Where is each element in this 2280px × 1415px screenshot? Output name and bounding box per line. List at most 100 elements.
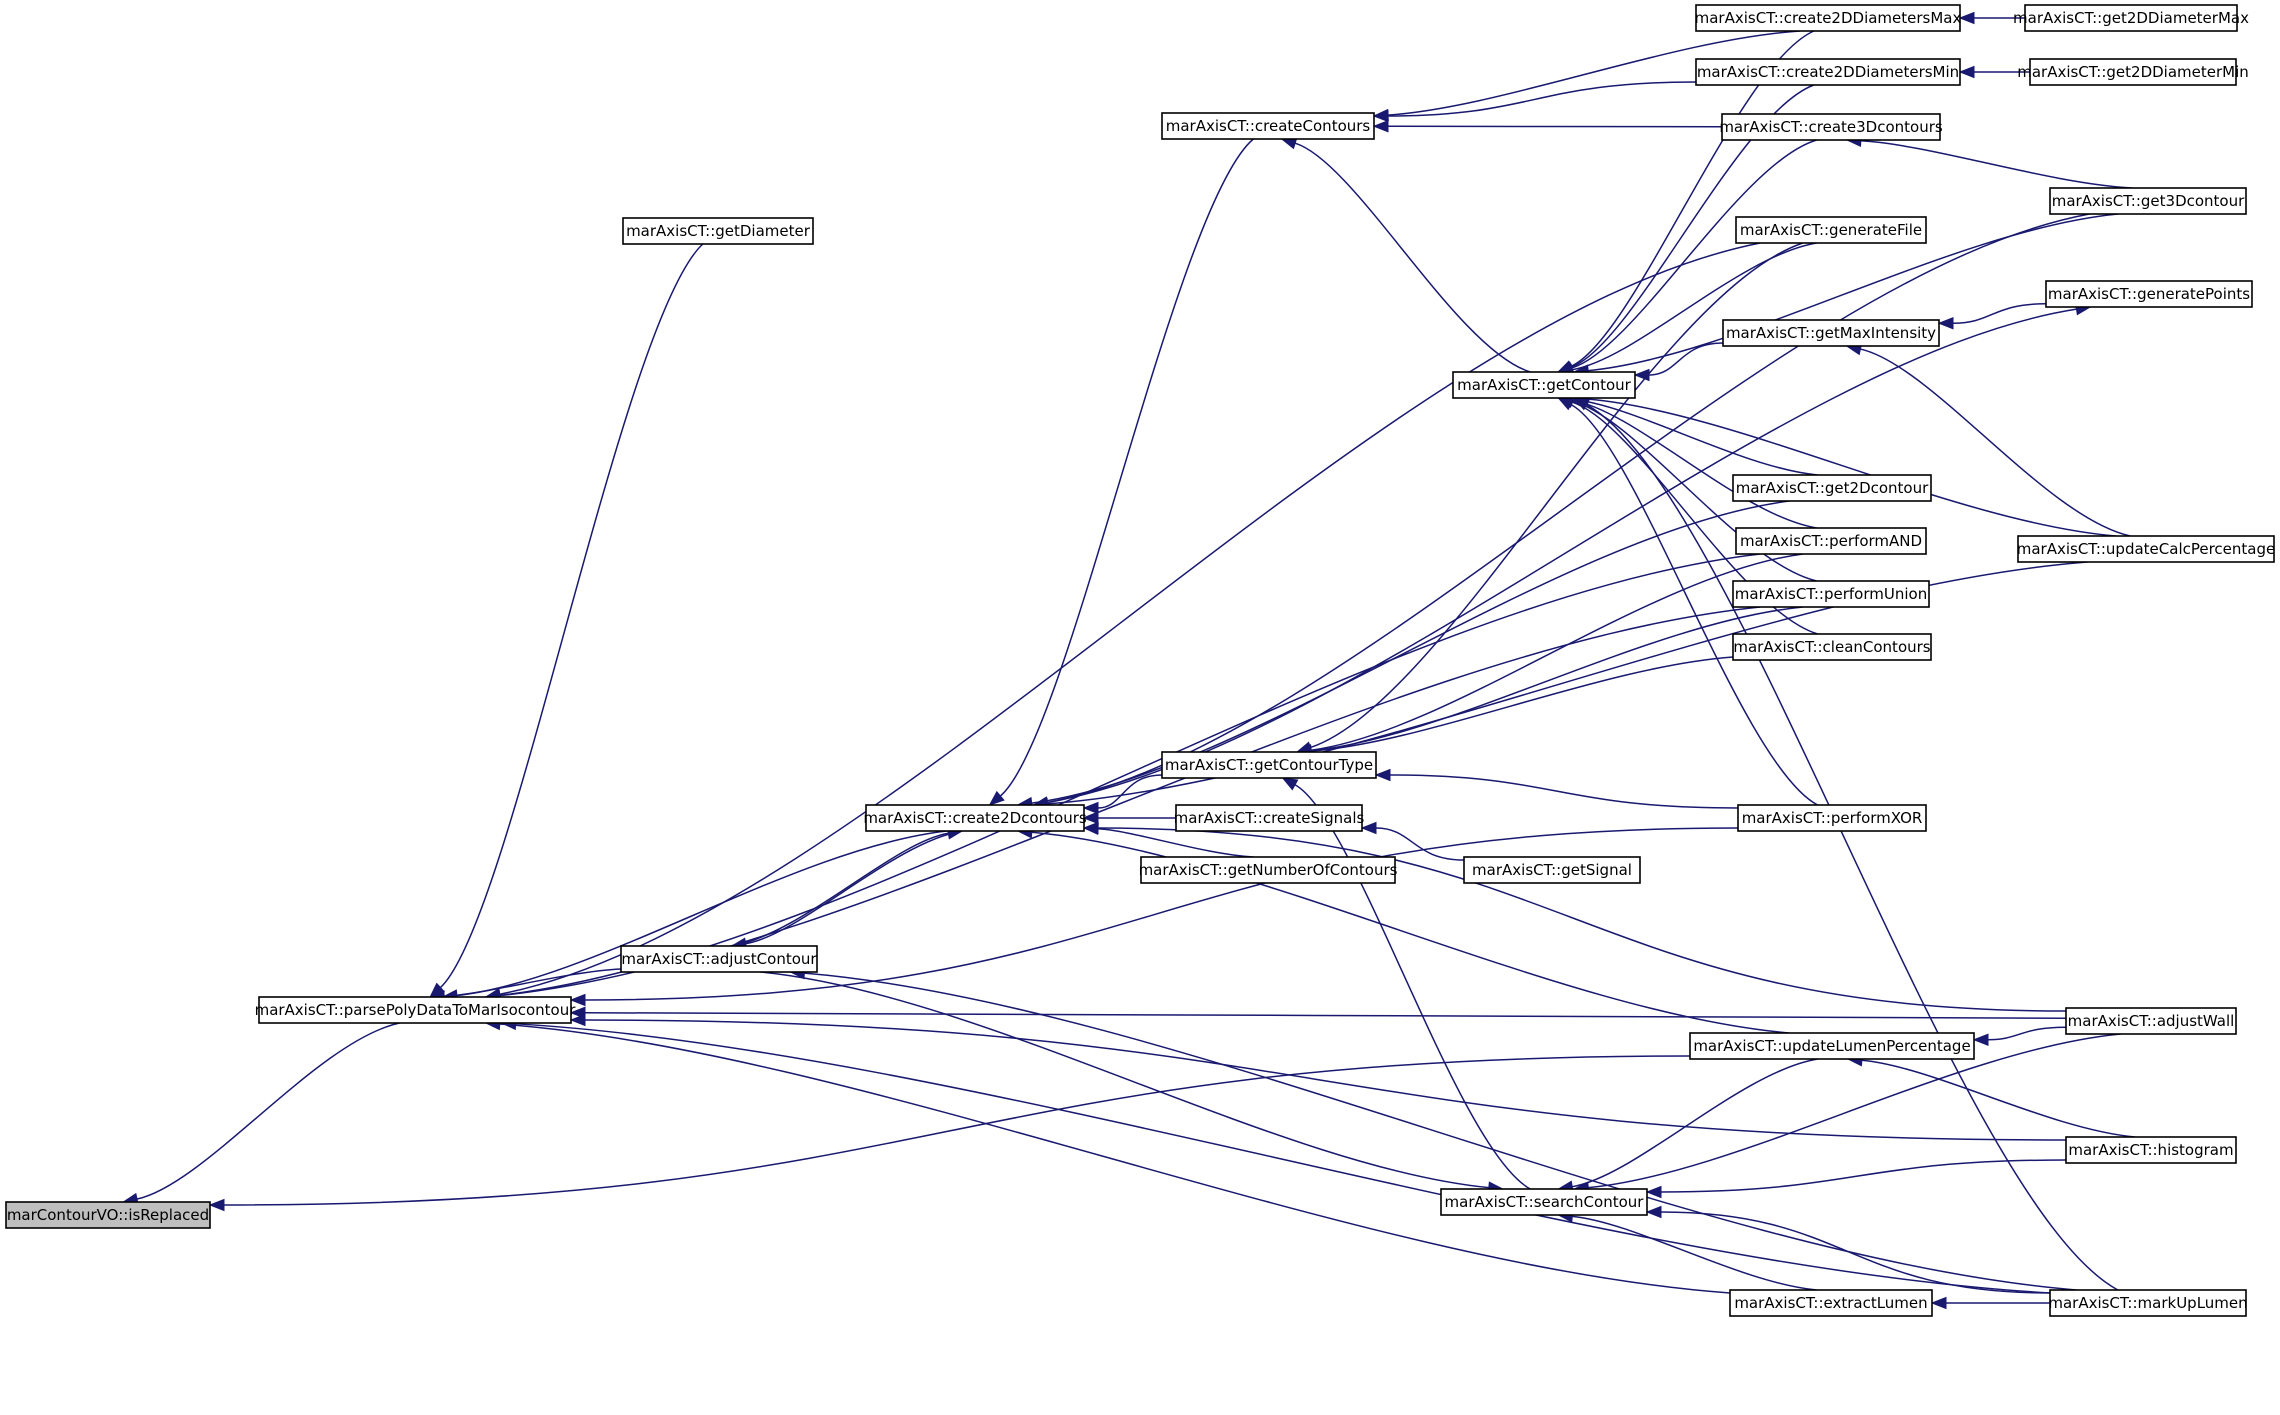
edge-line xyxy=(456,830,948,997)
edge-arrowhead xyxy=(1082,801,1099,815)
edge-line xyxy=(1648,342,1724,376)
node-box xyxy=(1735,527,1927,555)
edge-arrowhead xyxy=(1082,821,1099,835)
node-adjustWall[interactable]: marAxisCT::adjustWall xyxy=(2065,1007,2237,1035)
edge-getSignal-to-createSignals xyxy=(1360,821,1465,861)
node-performUnion[interactable]: marAxisCT::performUnion xyxy=(1732,580,1930,608)
node-get2DMax[interactable]: marAxisCT::get2DDiameterMax xyxy=(2013,4,2249,32)
edge-performXOR-to-getContourType xyxy=(1374,768,1739,809)
edge-line xyxy=(584,1012,2067,1019)
edge-line xyxy=(1588,213,2118,372)
edge-line xyxy=(1031,500,1790,804)
edge-arrowhead xyxy=(1930,1296,1947,1310)
edge-line xyxy=(1294,784,1531,1190)
edge-updateLumen-to-create2D xyxy=(1016,826,1790,1034)
node-parsePoly[interactable]: marAxisCT::parsePolyDataToMarIsocontour xyxy=(255,996,577,1024)
node-label: marAxisCT::getMaxIntensity xyxy=(1726,324,1936,342)
edge-line xyxy=(136,1022,400,1200)
node-getContour[interactable]: marAxisCT::getContour xyxy=(1452,371,1636,399)
node-box xyxy=(1722,319,1940,347)
edge-line xyxy=(1387,81,1697,117)
edges-layer xyxy=(122,11,2136,1310)
node-markUpLumen[interactable]: marAxisCT::markUpLumen xyxy=(2048,1289,2248,1317)
node-get2Dcontour[interactable]: marAxisCT::get2Dcontour xyxy=(1732,474,1932,502)
node-label: marAxisCT::create2Dcontours xyxy=(863,809,1087,827)
node-box xyxy=(2049,1289,2247,1317)
edge-get3D-to-create2D xyxy=(1032,213,2090,809)
node-searchContour[interactable]: marAxisCT::searchContour xyxy=(1440,1188,1648,1216)
node-createSignals[interactable]: marAxisCT::createSignals xyxy=(1174,804,1365,832)
edge-arrowhead xyxy=(569,1013,586,1027)
edge-getContour-to-createContours xyxy=(1280,137,1531,373)
edge-getMaxIntensity-to-getContour xyxy=(1633,342,1724,382)
node-c2DMax[interactable]: marAxisCT::create2DDiametersMax xyxy=(1695,4,1962,32)
node-getDiameter[interactable]: marAxisCT::getDiameter xyxy=(622,217,814,245)
edge-adjustContour-to-searchContour xyxy=(760,971,1505,1194)
node-get3D[interactable]: marAxisCT::get3Dcontour xyxy=(2049,187,2247,215)
edge-markUpLumen-to-getContour xyxy=(1573,397,2119,1291)
edge-line xyxy=(1571,401,1818,635)
node-box xyxy=(1737,804,1927,832)
node-box xyxy=(1175,804,1363,832)
node-label: marAxisCT::performUnion xyxy=(1735,585,1927,603)
node-box xyxy=(258,996,572,1024)
node-label: marAxisCT::generateFile xyxy=(1740,221,1922,239)
node-getContourType[interactable]: marAxisCT::getContourType xyxy=(1161,751,1377,779)
node-isReplaced[interactable]: marContourVO::isReplaced xyxy=(5,1201,211,1229)
edge-line xyxy=(1586,404,2119,1291)
edge-markUpLumen-to-extractLumen xyxy=(1930,1296,2051,1310)
node-box xyxy=(2029,58,2237,86)
nodes-layer: marContourVO::isReplaced marAxisCT::parse… xyxy=(5,4,2276,1317)
node-box xyxy=(1732,474,1932,502)
node-getNumberOfContours[interactable]: marAxisCT::getNumberOfContours xyxy=(1139,856,1398,884)
edge-arrowhead xyxy=(1633,368,1650,382)
node-adjustContour[interactable]: marAxisCT::adjustContour xyxy=(620,945,818,973)
node-generateFile[interactable]: marAxisCT::generateFile xyxy=(1735,216,1927,244)
node-label: marAxisCT::adjustWall xyxy=(2068,1012,2235,1030)
edge-c2DMin-to-createContours xyxy=(1372,81,1697,123)
node-updateCalc[interactable]: marAxisCT::updateCalcPercentage xyxy=(2017,535,2276,563)
node-label: marAxisCT::getDiameter xyxy=(626,222,811,240)
edge-line xyxy=(1389,774,1739,809)
node-box xyxy=(1721,113,1941,141)
edge-get2DMin-to-c2DMin xyxy=(1958,65,2030,79)
edge-line xyxy=(584,827,1739,1001)
edge-line xyxy=(1572,398,1818,476)
node-label: marAxisCT::updateLumenPercentage xyxy=(1693,1037,1970,1055)
node-box xyxy=(1161,751,1377,779)
node-extractLumen[interactable]: marAxisCT::extractLumen xyxy=(1729,1289,1933,1317)
node-generatePoints[interactable]: marAxisCT::generatePoints xyxy=(2045,280,2253,308)
edge-adjustContour-to-create2D xyxy=(731,827,964,947)
node-c2DMin[interactable]: marAxisCT::create2DDiametersMin xyxy=(1695,58,1961,86)
edge-performXOR-to-getContour xyxy=(1557,397,1818,806)
node-label: marAxisCT::adjustContour xyxy=(621,950,817,968)
node-c3D[interactable]: marAxisCT::create3Dcontours xyxy=(1719,113,1943,141)
node-cleanContours[interactable]: marAxisCT::cleanContours xyxy=(1732,633,1932,661)
edge-performUnion-to-parsePoly xyxy=(484,606,1761,1002)
edge-extractLumen-to-searchContour xyxy=(1556,1210,1817,1291)
edge-line xyxy=(1572,242,1817,371)
edge-performAND-to-getContourType xyxy=(1295,553,1803,757)
edge-getContourType-to-create2D xyxy=(1082,774,1163,815)
node-performAND[interactable]: marAxisCT::performAND xyxy=(1735,527,1927,555)
node-createContours[interactable]: marAxisCT::createContours xyxy=(1161,112,1375,140)
edge-line xyxy=(223,1055,1691,1206)
edge-updateCalc-to-getMaxIntensity xyxy=(1845,343,2131,537)
node-get2DMin[interactable]: marAxisCT::get2DDiameterMin xyxy=(2017,58,2249,86)
node-create2D[interactable]: marAxisCT::create2Dcontours xyxy=(863,804,1087,832)
edge-line xyxy=(1587,398,2116,537)
node-performXOR[interactable]: marAxisCT::performXOR xyxy=(1737,804,1927,832)
edge-updateCalc-to-getContour xyxy=(1572,393,2116,537)
node-label: marAxisCT::histogram xyxy=(2068,1141,2233,1159)
edge-line xyxy=(1660,1159,2067,1193)
edge-adjustWall-to-create2D xyxy=(1082,821,2067,1012)
edge-updateLumen-to-searchContour xyxy=(1557,1058,1818,1193)
node-getSignal[interactable]: marAxisCT::getSignal xyxy=(1463,856,1641,884)
node-updateLumen[interactable]: marAxisCT::updateLumenPercentage xyxy=(1689,1032,1975,1060)
edge-arrowhead xyxy=(1972,1033,1989,1046)
node-getMaxIntensity[interactable]: marAxisCT::getMaxIntensity xyxy=(1722,319,1940,347)
node-box xyxy=(1140,856,1396,884)
node-label: marAxisCT::get2DDiameterMin xyxy=(2017,63,2249,81)
edge-line xyxy=(1311,656,1734,752)
node-histogram[interactable]: marAxisCT::histogram xyxy=(2065,1136,2237,1164)
